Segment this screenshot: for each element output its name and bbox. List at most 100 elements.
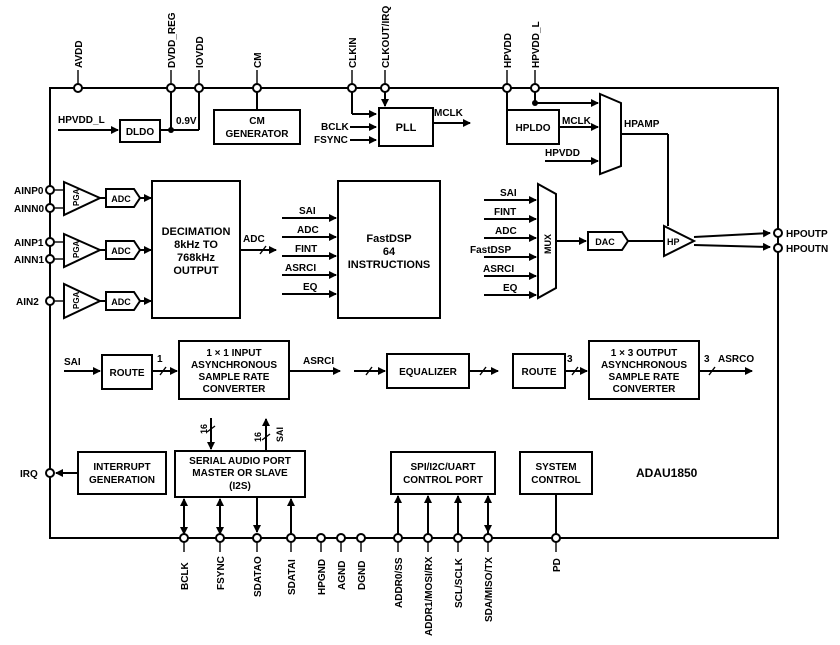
pll-block [378,107,434,147]
pin-label-scl-sclk: SCL/SCLK [454,557,465,608]
pin-hpvdd [502,83,512,93]
hpamp-hpvdd-label: HPVDD [545,148,580,159]
pin-ain2 [45,296,55,306]
pin-agnd [336,533,346,543]
mux-section: MUX SAI FINT ADC FastDSP ASRCI EQ DAC HP [470,134,771,300]
fastdsp-in-sai: SAI [299,206,316,217]
pin-label-agnd: AGND [337,561,348,590]
pll-label: PLL [396,122,417,134]
asrc-in-line4: CONVERTER [203,384,267,395]
bottom-pins: BCLK FSYNC SDATAO SDATAI HPGND AGND DGND… [179,533,563,636]
pin-dvdd-reg [166,83,176,93]
interrupt-block [77,451,167,495]
hpldo-block [506,109,560,145]
interrupt-line1: INTERRUPT [93,462,150,473]
pin-label-clkout-irq: CLKOUT/IRQ [381,6,392,68]
equalizer-block [386,353,470,389]
pin-label-fsync: FSYNC [216,556,227,590]
spi-section: SPI/I2C/UART CONTROL PORT [390,451,496,495]
cm-gen-line1: CM [249,116,265,127]
adc-0-label: ADC [111,194,131,204]
route-2-width: 3 [567,354,573,365]
left-pins: AINP0 AINN0 AINP1 AINN1 AIN2 IRQ [14,185,55,480]
pin-addr1-mosi-rx [423,533,433,543]
pin-sda-miso-tx [483,533,493,543]
pin-label-ainp1: AINP1 [14,238,44,249]
decimation-line3: 768kHz [177,252,215,264]
pin-hpoutn [773,243,783,253]
fastdsp-in-fint: FINT [295,244,317,255]
pin-label-dvdd-reg: DVDD_REG [167,12,178,68]
sap-section: SERIAL AUDIO PORT MASTER OR SLAVE (I2S) … [174,418,306,498]
decimation-line4: OUTPUT [173,265,219,277]
pin-label-ainn1: AINN1 [14,255,44,266]
pin-ainp1 [45,237,55,247]
pin-clkin [347,83,357,93]
pin-fsync [215,533,225,543]
asrc-out-line4: CONVERTER [613,384,677,395]
pin-ainp0 [45,185,55,195]
cm-generator: CM GENERATOR [213,92,301,145]
hpvdd-l-input-label: HPVDD_L [58,115,105,126]
asrc-out-line1: 1 × 3 OUTPUT [611,348,677,359]
interrupt-line2: GENERATION [89,475,155,486]
asrco-label: ASRCO [718,354,754,365]
equalizer-label: EQUALIZER [399,367,458,378]
pin-sdatai [286,533,296,543]
route-2-block [512,353,566,389]
asrc-in-line2: ASYNCHRONOUS [191,360,277,371]
fastdsp-line2: 64 [383,246,396,258]
decimation-line2: 8kHz TO [174,239,218,251]
pga-0 [63,180,103,217]
route-2-label: ROUTE [522,367,557,378]
right-pins: HPOUTP HPOUTN [773,228,828,255]
cm-gen-line2: GENERATOR [226,129,290,140]
control-port-line2: CONTROL PORT [403,475,483,486]
pin-dgnd [356,533,366,543]
pin-label-hpgnd: HPGND [317,559,328,595]
hpamp-mux-shape [599,92,622,176]
pga-2 [63,282,103,320]
pin-label-addr0-ss: ADDR0/SS [394,557,405,608]
route-1-label: ROUTE [110,368,145,379]
pin-sdatao [252,533,262,543]
dac-block [587,231,630,251]
asrc-out-line3: SAMPLE RATE [609,372,680,383]
sap-block [174,450,306,498]
chip-name: ADAU1850 [636,466,698,480]
hpldo-mclk-label: MCLK [562,116,592,127]
pin-label-iovdd: IOVDD [195,36,206,68]
pin-label-hpoutp: HPOUTP [786,229,828,240]
asrc-in-line3: SAMPLE RATE [199,372,270,383]
pll-bclk-label: BCLK [321,122,350,133]
asrci-out-label: ASRCI [303,356,334,367]
interrupt-section: INTERRUPT GENERATION [55,451,167,495]
adc-path: PGA ADC PGA ADC PGA ADC DECIMATION 8kHz … [54,180,277,320]
pin-hpgnd [316,533,326,543]
dac-label: DAC [595,237,615,247]
fastdsp-in-adc: ADC [297,225,319,236]
dldo-section: HPVDD_L DLDO 0.9V [58,92,200,143]
asrc-output-block [588,340,700,400]
pga-1 [63,232,103,269]
mux-block [537,182,557,300]
pll-section: PLL BCLK FSYNC MCLK [314,92,471,147]
adc-1-label: ADC [111,246,131,256]
asrc-out-width: 3 [704,354,710,365]
system-control-line2: CONTROL [531,475,580,486]
asrc-sai-in-label: SAI [64,357,81,368]
pin-label-pd: PD [552,558,563,572]
sap-width-out: 16 [253,432,263,442]
fastdsp-in-asrci: ASRCI [285,263,316,274]
pin-label-dgnd: DGND [357,561,368,590]
control-port-line1: SPI/I2C/UART [410,462,475,473]
pin-label-bclk: BCLK [180,561,191,590]
v09-label: 0.9V [176,116,197,127]
top-pins: AVDD DVDD_REG IOVDD CM CLKIN CLKOUT/IRQ … [73,6,542,93]
decimation-block [151,180,241,319]
adc-1 [105,240,142,260]
hp-amp [663,224,697,258]
pin-avdd [73,83,83,93]
hpamp-section: HPLDO MCLK HPVDD HPAMP [506,92,668,176]
hpamp-label: HPAMP [624,119,660,130]
